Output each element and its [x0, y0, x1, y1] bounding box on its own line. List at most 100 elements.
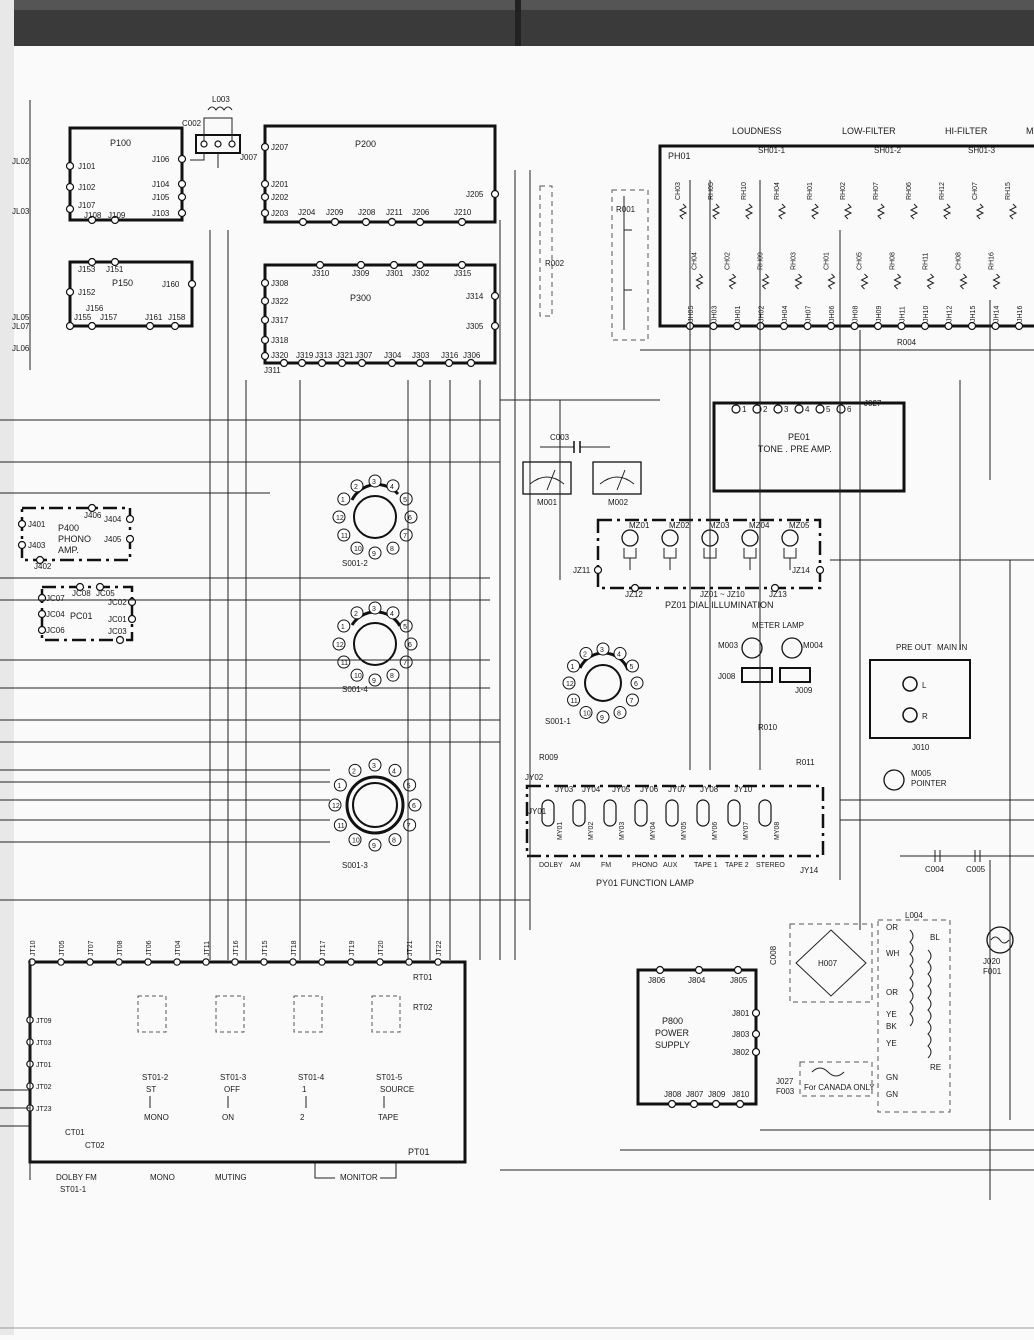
svg-text:J404: J404 — [104, 515, 122, 524]
switch-pin-label: 9 — [372, 843, 376, 850]
pe01-pin — [773, 404, 783, 414]
svg-text:CT02: CT02 — [85, 1141, 105, 1150]
switch-pin — [399, 619, 413, 633]
function-label: TAPE 1 — [694, 862, 718, 869]
svg-text:J402: J402 — [34, 562, 52, 571]
function-lamp — [727, 799, 741, 827]
pt01-pin — [231, 958, 239, 966]
svg-text:M004: M004 — [803, 641, 824, 650]
pt01-side-pin-label: JT03 — [36, 1040, 52, 1047]
svg-text:J807: J807 — [686, 1090, 704, 1099]
svg-text:J319: J319 — [296, 351, 314, 360]
switch-pin — [562, 676, 576, 690]
lamp-m003 — [741, 637, 763, 659]
switch-pin — [337, 492, 351, 506]
switch-pin — [328, 798, 342, 812]
pe01-pin — [731, 404, 741, 414]
switch-pin — [403, 818, 417, 832]
slide-switch — [293, 995, 323, 1033]
svg-text:BK: BK — [886, 1022, 897, 1031]
slide-switch — [137, 995, 167, 1033]
function-lamp-label: MY07 — [743, 822, 750, 840]
svg-text:J207: J207 — [271, 143, 289, 152]
ph01-part-label: RH07 — [873, 182, 880, 200]
switch-pin-label: 11 — [341, 533, 348, 540]
svg-text:PRE OUT: PRE OUT — [896, 643, 932, 652]
svg-text:J304: J304 — [384, 351, 402, 360]
svg-text:J101: J101 — [78, 162, 96, 171]
svg-text:J109: J109 — [108, 211, 126, 220]
svg-text:POINTER: POINTER — [911, 779, 947, 788]
switch-pin — [337, 655, 351, 669]
svg-text:J305: J305 — [466, 322, 484, 331]
pt01-pin-label: JT21 — [407, 940, 414, 956]
switch-pin-label: 3 — [372, 606, 376, 613]
switch-pin — [368, 758, 382, 772]
ph01-part-symbol — [992, 273, 1001, 290]
svg-text:JZ11: JZ11 — [573, 566, 591, 575]
svg-text:J802: J802 — [732, 1048, 750, 1057]
pe01-pin — [836, 404, 846, 414]
svg-text:JC01: JC01 — [108, 615, 127, 624]
switch-pin — [348, 763, 362, 777]
slide-switch-name: ST01-3 — [220, 1073, 247, 1082]
transformer-l004: L004 OR WH OR YE BK YE GN GN BL RE — [877, 911, 951, 1113]
switch-pin-label: 1 — [337, 783, 341, 790]
ph01-part-label: RH02 — [840, 182, 847, 200]
switch-pin — [333, 818, 347, 832]
svg-text:M003: M003 — [718, 641, 739, 650]
ph01-part-symbol — [777, 203, 787, 220]
svg-text:J156: J156 — [86, 304, 104, 313]
ph01-pin-label: JH14 — [994, 306, 1001, 322]
svg-text:M002: M002 — [608, 498, 629, 507]
slide-switch-down: TAPE — [378, 1113, 398, 1122]
switch-pin — [368, 474, 382, 488]
switch-pin — [596, 710, 610, 724]
svg-text:RT02: RT02 — [413, 1003, 433, 1012]
pt01-pin — [202, 958, 210, 966]
svg-text:J020: J020 — [983, 957, 1001, 966]
py01-title: PY01 FUNCTION LAMP — [596, 878, 694, 888]
function-label: FM — [601, 862, 611, 869]
pe01-pin-label: 5 — [826, 405, 831, 414]
pt01-pin — [289, 958, 297, 966]
switch-pin-label: 11 — [571, 698, 578, 705]
switch-pin-label: 2 — [354, 484, 358, 491]
switch-pin — [567, 659, 581, 673]
svg-text:SH01-3: SH01-3 — [968, 146, 996, 155]
svg-text:J301: J301 — [386, 269, 404, 278]
svg-text:S001-3: S001-3 — [342, 861, 368, 870]
svg-text:P400: P400 — [58, 523, 79, 533]
left-edge-connectors: JL02 JL03 JL07 JL05 JL06 — [12, 157, 30, 353]
svg-text:PC01: PC01 — [70, 611, 93, 621]
pt01-pin-label: JT15 — [262, 940, 269, 956]
ph01-pin-label: JH11 — [900, 306, 907, 322]
svg-text:PH01: PH01 — [668, 151, 691, 161]
pt01-pin-label: JT05 — [59, 940, 66, 956]
svg-text:POWER: POWER — [655, 1028, 690, 1038]
svg-text:J310: J310 — [312, 269, 330, 278]
svg-text:J007: J007 — [240, 153, 258, 162]
svg-text:DOLBY FM: DOLBY FM — [56, 1173, 97, 1182]
switch-pin — [368, 546, 382, 560]
svg-text:MAIN IN: MAIN IN — [937, 643, 967, 652]
svg-text:J406: J406 — [84, 511, 102, 520]
potentiometer-r002: R002 — [539, 185, 565, 317]
svg-text:JL06: JL06 — [12, 344, 30, 353]
pt01-pin-label: JT17 — [320, 940, 327, 956]
svg-text:J308: J308 — [271, 279, 289, 288]
switch-pin — [403, 778, 417, 792]
meter-m002 — [592, 461, 642, 495]
svg-text:J202: J202 — [271, 193, 289, 202]
switch-pin — [386, 606, 400, 620]
pt01-pin-label: JT07 — [88, 940, 95, 956]
dial-lamp-lead — [663, 548, 677, 570]
svg-text:J315: J315 — [454, 269, 472, 278]
svg-text:J204: J204 — [298, 208, 316, 217]
slide-switch-up: SOURCE — [380, 1085, 414, 1094]
function-lamp — [572, 799, 586, 827]
ph01-part-label: CH07 — [972, 182, 979, 200]
svg-text:AMP.: AMP. — [58, 545, 79, 555]
slide-switch-name: ST01-5 — [376, 1073, 403, 1082]
